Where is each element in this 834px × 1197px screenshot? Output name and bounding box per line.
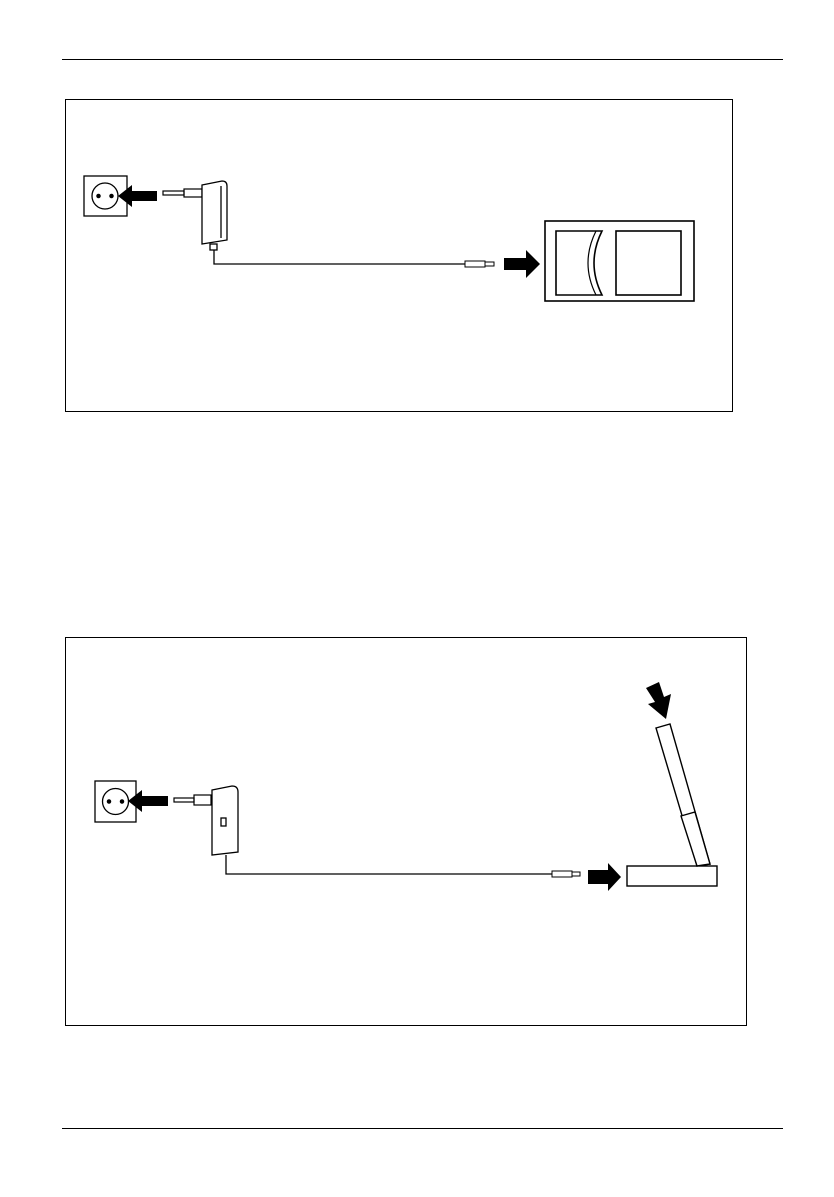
footer-rule — [62, 1128, 783, 1129]
power-adapter-icon — [212, 786, 238, 855]
plug-arrow-icon — [128, 790, 168, 812]
insert-arrow-icon — [646, 682, 671, 719]
cable-connector — [552, 871, 580, 877]
plug-pins — [174, 795, 211, 805]
device-in-cradle-icon — [656, 724, 710, 866]
cradle-base-icon — [627, 866, 717, 886]
connect-arrow-icon — [588, 863, 621, 891]
power-cable — [226, 855, 552, 874]
